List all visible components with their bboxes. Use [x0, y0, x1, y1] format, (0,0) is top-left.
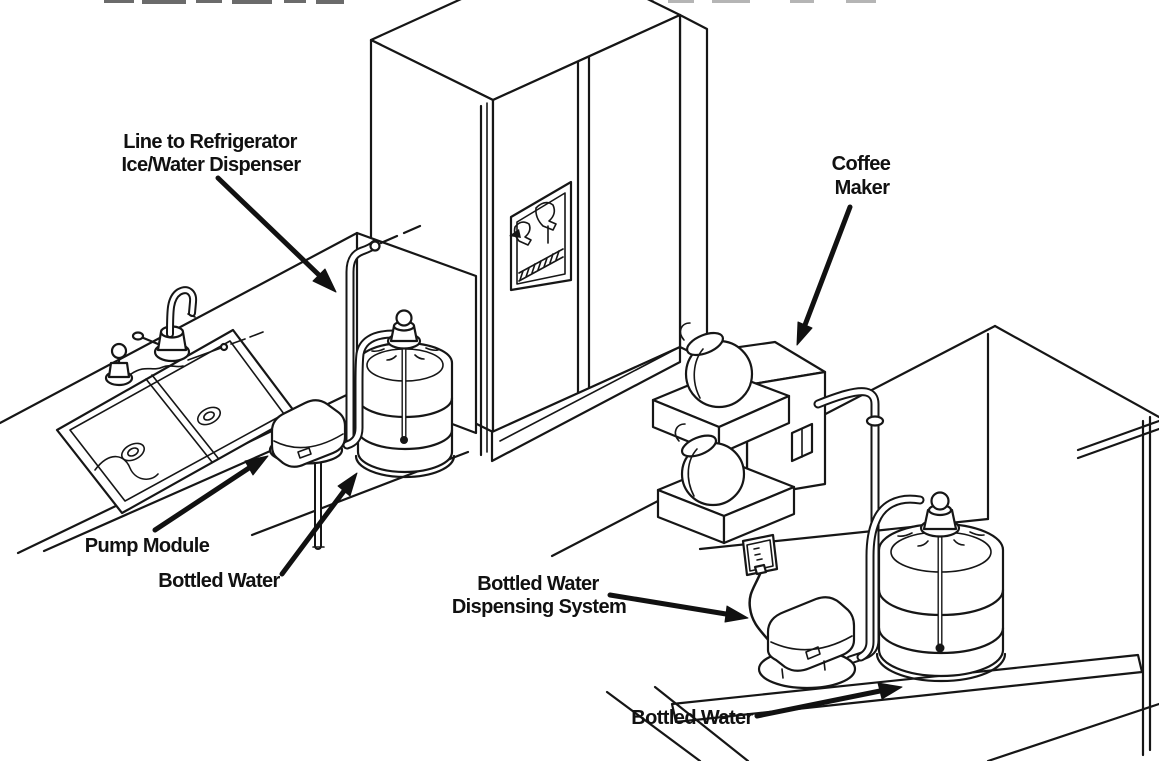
bottle-cap-right: [919, 491, 961, 653]
label-line-to-refrigerator-1: Line to Refrigerator: [123, 131, 297, 153]
bottle-shoulder-marks: [897, 531, 985, 547]
dispenser-paddle-right: [535, 201, 557, 231]
bottle-shoulder-marks: [371, 347, 439, 361]
pump-lid-seam: [273, 433, 344, 449]
right-wall-edge: [993, 324, 1159, 419]
label-line-to-refrigerator-2: Ice/Water Dispenser: [121, 154, 301, 176]
dip-tube-tip: [935, 643, 945, 653]
counter-front-lower-edge: [42, 435, 304, 553]
gooseneck-faucet: [131, 286, 198, 363]
hidden-line-dashes: [230, 331, 264, 345]
table-front-edge: [670, 653, 1144, 724]
coffee-maker-unit: [651, 322, 827, 545]
pump-body: [270, 399, 347, 468]
pump-latch: [805, 646, 821, 660]
dip-tube-tip: [400, 436, 408, 444]
bottle-rib: [356, 428, 454, 451]
tube-fitting: [369, 240, 381, 252]
arrow-pump-module: [152, 455, 269, 533]
refrigerator-base: [490, 345, 682, 463]
arrow-bottled-water-dispensing-system: [607, 592, 749, 623]
drip-tray-grille: [519, 250, 560, 281]
label-coffee-maker-1: Coffee: [832, 153, 891, 175]
floor-line-right: [986, 702, 1159, 761]
label-bottled-water-dispensing-system-2: Dispensing System: [452, 596, 626, 618]
carafe-upper: [679, 322, 754, 409]
carafe-lower: [674, 423, 746, 507]
labels: Line to Refrigerator Ice/Water Dispenser…: [85, 131, 892, 729]
bottle-base-ring: [875, 652, 1007, 683]
tube-fitting: [865, 415, 885, 427]
table-right-leg: [1141, 415, 1152, 757]
arrow-line-to-refrigerator: [215, 175, 337, 293]
label-pump-module: Pump Module: [85, 535, 210, 557]
label-bottled-water-dispensing-system-1: Bottled Water: [477, 573, 599, 595]
pump-module-right: [757, 596, 857, 690]
tubing-left: [345, 224, 422, 445]
tubing-left-bottle: [312, 329, 399, 550]
table-back-right-edge: [1076, 419, 1159, 460]
ice-water-dispenser: [509, 180, 573, 292]
electrical-outlet: [741, 533, 779, 644]
pump-body: [766, 596, 856, 672]
refrigerator-right-side: [678, 13, 709, 362]
aux-drinking-faucet: [104, 331, 264, 387]
power-plug: [753, 563, 768, 576]
refrigerator: [369, 0, 709, 463]
supply-tube: [130, 365, 184, 375]
cap-ball-fitting: [930, 491, 950, 511]
cap-ball-fitting: [395, 309, 413, 327]
outlet-plate: [741, 533, 779, 577]
hidden-line-dashes: [379, 224, 422, 245]
power-cord: [748, 572, 772, 644]
tubing-right: [813, 387, 925, 665]
sink-basin-curve: [94, 455, 159, 481]
sink-drain: [120, 442, 146, 462]
arrow-bottled-water-left: [279, 472, 358, 577]
lower-shelf-side: [722, 485, 796, 545]
pump-latch: [297, 447, 312, 459]
bottle-cap-left: [386, 309, 422, 444]
sink-drain: [196, 406, 222, 426]
floor-lines-left: [605, 685, 750, 761]
sink-divider: [145, 374, 219, 463]
label-bottled-water-right: Bottled Water: [631, 707, 753, 729]
pump-module-left: [268, 399, 347, 468]
arrow-bottled-water-right: [754, 682, 903, 719]
bottle-rib: [877, 626, 1005, 655]
faucet-handle: [139, 335, 160, 346]
faucet-ball-knob: [110, 342, 128, 360]
label-bottled-water-left: Bottled Water: [158, 570, 280, 592]
arrow-coffee-maker: [796, 204, 853, 346]
label-coffee-maker-2: Maker: [835, 177, 891, 199]
bottle-base-ring: [354, 454, 456, 479]
